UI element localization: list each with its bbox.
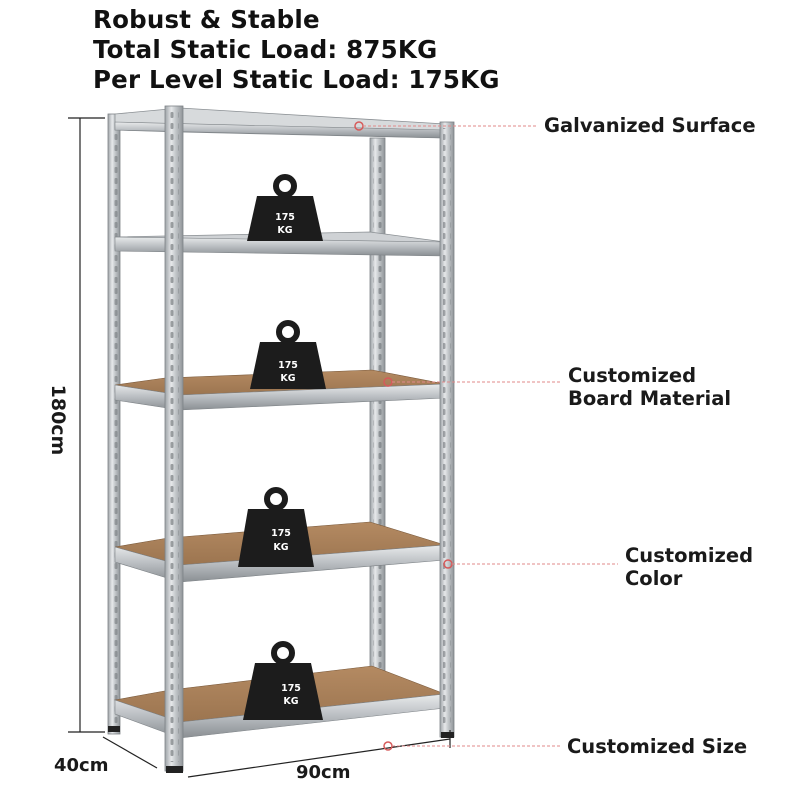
weight-label-bottom: KG bbox=[273, 542, 288, 553]
dimension-depth-line bbox=[102, 736, 158, 769]
headline-total-load: Total Static Load: 875KG bbox=[93, 35, 438, 64]
dimension-width-line bbox=[187, 730, 451, 778]
callout-marker-color bbox=[443, 559, 618, 569]
callout-marker-surface bbox=[354, 121, 538, 131]
callout-customized-size: Customized Size bbox=[567, 735, 748, 758]
callout-marker-board bbox=[383, 377, 562, 387]
weight-label-bottom: KG bbox=[280, 373, 295, 384]
weight-label-bottom: KG bbox=[283, 696, 298, 707]
weight-label-bottom: KG bbox=[277, 225, 292, 236]
weight-icon: 175 KG bbox=[250, 320, 326, 389]
headline-level-load: Per Level Static Load: 175KG bbox=[93, 65, 500, 94]
front-uprights bbox=[108, 105, 455, 773]
callout-marker-size bbox=[383, 741, 560, 751]
weight-icon: 175 KG bbox=[238, 487, 314, 567]
weight-label-top: 175 bbox=[281, 683, 301, 694]
callout-color-line2: Color bbox=[625, 567, 683, 590]
weight-label-top: 175 bbox=[271, 528, 291, 539]
dimension-depth-label: 40cm bbox=[54, 755, 109, 776]
callout-color-line1: Customized bbox=[625, 544, 754, 567]
callout-board-line1: Customized bbox=[568, 364, 697, 387]
back-uprights bbox=[107, 113, 386, 735]
headline-robust: Robust & Stable bbox=[93, 5, 320, 34]
dimension-height-line bbox=[68, 117, 105, 733]
dimension-height-label: 180cm bbox=[47, 384, 69, 456]
callout-board-line2: Board Material bbox=[568, 387, 732, 410]
weight-label-top: 175 bbox=[278, 360, 298, 371]
shelf-top-galvanized bbox=[114, 107, 446, 139]
callout-galvanized-surface: Galvanized Surface bbox=[544, 114, 756, 137]
dimension-width-label: 90cm bbox=[296, 762, 351, 783]
weight-icon: 175 KG bbox=[243, 641, 323, 720]
weight-label-top: 175 bbox=[275, 212, 295, 223]
weight-icon: 175 KG bbox=[247, 174, 323, 241]
